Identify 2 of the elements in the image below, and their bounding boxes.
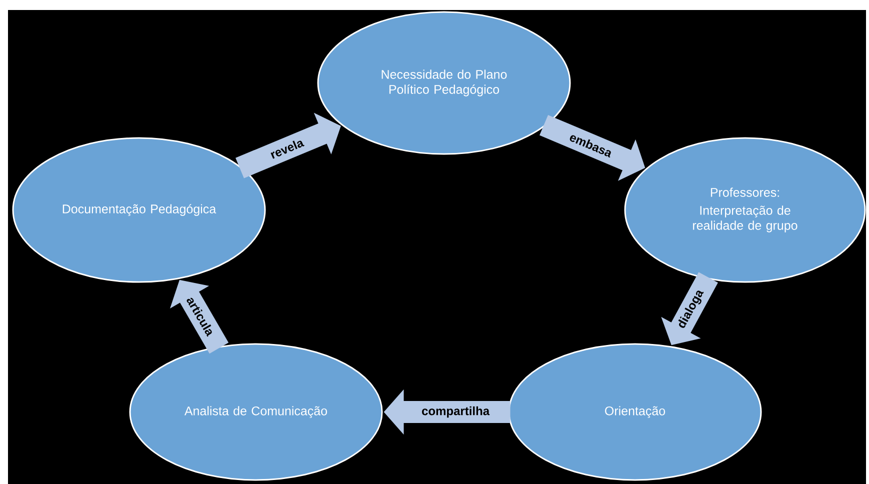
- edge-label: revela: [268, 136, 306, 161]
- edge-label: compartilha: [420, 405, 491, 419]
